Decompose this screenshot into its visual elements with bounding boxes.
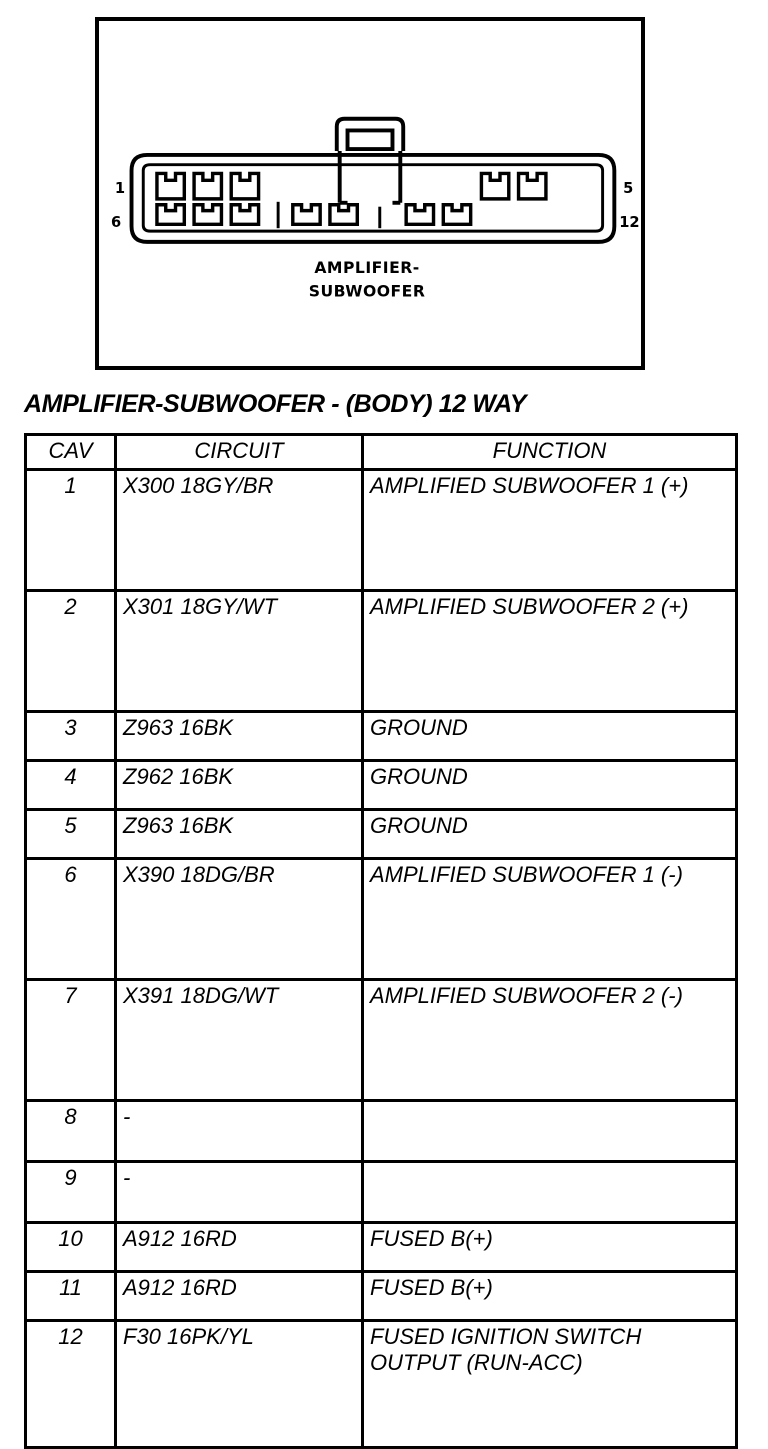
table-row: 8- [24, 1098, 738, 1163]
cell-function: GROUND [361, 709, 738, 762]
cell-cav: 5 [24, 807, 117, 860]
cell-function [361, 1159, 738, 1224]
cell-circuit: F30 16PK/YL [114, 1318, 364, 1449]
cell-cav: 7 [24, 977, 117, 1102]
cell-cav: 8 [24, 1098, 117, 1163]
cell-cav: 10 [24, 1220, 117, 1273]
connector-shell [129, 152, 617, 244]
column-header-cav: CAV [24, 433, 117, 471]
connector-label-line1: AMPLIFIER- [314, 258, 419, 277]
cell-cav: 9 [24, 1159, 117, 1224]
pin-cavity-10 [328, 203, 360, 226]
cell-function: AMPLIFIED SUBWOOFER 2 (+) [361, 588, 738, 713]
pin-number-top-left: 1 [115, 180, 125, 197]
cell-circuit: - [114, 1098, 364, 1163]
cell-cav: 4 [24, 758, 117, 811]
pin-cavity-3 [229, 171, 261, 201]
cell-circuit: Z962 16BK [114, 758, 364, 811]
cell-circuit: X300 18GY/BR [114, 467, 364, 592]
cell-function: FUSED IGNITION SWITCH OUTPUT (RUN-ACC) [361, 1318, 738, 1449]
cell-circuit: X391 18DG/WT [114, 977, 364, 1102]
pin-cavity-8 [229, 203, 261, 226]
page-title: AMPLIFIER-SUBWOOFER - (BODY) 12 WAY [24, 390, 527, 418]
pin-cavity-12 [441, 203, 473, 226]
cell-cav: 1 [24, 467, 117, 592]
connector-latch-legs [337, 150, 403, 205]
column-header-circuit: CIRCUIT [114, 433, 364, 471]
cell-cav: 2 [24, 588, 117, 713]
cell-function [361, 1098, 738, 1163]
cell-cav: 6 [24, 856, 117, 981]
connector-drawing: 1 6 5 12 AMPLIFIER- SUBWOOFER [111, 116, 640, 301]
cell-circuit: A912 16RD [114, 1269, 364, 1322]
table-row: 9- [24, 1159, 738, 1224]
cell-function: AMPLIFIED SUBWOOFER 1 (+) [361, 467, 738, 592]
connector-latch-icon [334, 116, 406, 151]
cell-function: GROUND [361, 807, 738, 860]
cell-function: GROUND [361, 758, 738, 811]
cell-circuit: A912 16RD [114, 1220, 364, 1273]
cell-circuit: - [114, 1159, 364, 1224]
column-header-function: FUNCTION [361, 433, 738, 471]
pin-cavity-11 [404, 203, 436, 226]
pin-number-top-right: 5 [623, 180, 633, 197]
pin-cavity-row-top [155, 171, 548, 201]
cell-circuit: X301 18GY/WT [114, 588, 364, 713]
connector-label-line2: SUBWOOFER [309, 282, 426, 301]
cell-circuit: X390 18DG/BR [114, 856, 364, 981]
cell-function: FUSED B(+) [361, 1269, 738, 1322]
pin-cavity-row-bottom [155, 201, 473, 229]
cell-circuit: Z963 16BK [114, 807, 364, 860]
pin-cavity-2 [192, 171, 224, 201]
cell-cav: 12 [24, 1318, 117, 1449]
pin-cavity-6 [155, 203, 187, 226]
pin-cavity-5 [516, 171, 548, 201]
cell-cav: 3 [24, 709, 117, 762]
cell-circuit: Z963 16BK [114, 709, 364, 762]
pin-cavity-9 [291, 203, 322, 226]
cell-function: FUSED B(+) [361, 1220, 738, 1273]
cell-function: AMPLIFIED SUBWOOFER 2 (-) [361, 977, 738, 1102]
cell-function: AMPLIFIED SUBWOOFER 1 (-) [361, 856, 738, 981]
pin-number-bottom-right: 12 [619, 214, 639, 231]
cell-cav: 11 [24, 1269, 117, 1322]
pin-cavity-1 [155, 171, 187, 201]
table-header-row: CAV CIRCUIT FUNCTION [24, 433, 738, 471]
connector-shell-inner [141, 163, 605, 233]
pin-number-bottom-left: 6 [111, 214, 121, 231]
pin-cavity-4 [479, 171, 511, 201]
pin-cavity-7 [192, 203, 224, 226]
connector-illustration-panel: 1 6 5 12 AMPLIFIER- SUBWOOFER [95, 17, 645, 370]
